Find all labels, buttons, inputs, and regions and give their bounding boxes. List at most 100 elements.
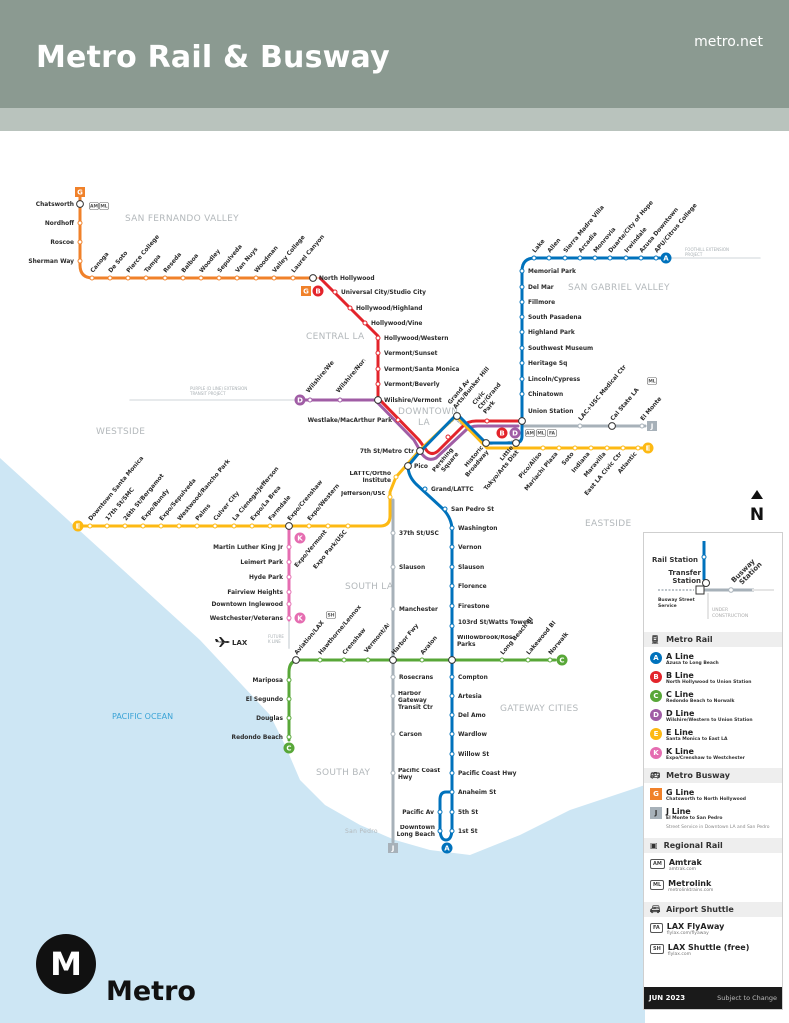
station-label[interactable]: Del Amo xyxy=(458,713,486,719)
station-label[interactable]: Rosecrans xyxy=(399,675,434,681)
line-k-badge[interactable] xyxy=(294,612,306,624)
line-k-badge[interactable] xyxy=(294,532,306,544)
station-marker[interactable] xyxy=(449,693,455,699)
station-label[interactable]: Cal State LA xyxy=(610,387,641,422)
station-marker[interactable] xyxy=(437,809,443,815)
station-label[interactable]: Soto xyxy=(561,451,575,466)
transfer-station-marker[interactable] xyxy=(482,439,490,447)
station-marker[interactable] xyxy=(271,275,277,281)
station-marker[interactable] xyxy=(449,789,455,795)
station-marker[interactable] xyxy=(216,275,222,281)
station-label[interactable]: LATTC/Ortho Institute xyxy=(349,471,391,484)
station-label[interactable]: Lincoln/Cypress xyxy=(528,377,581,383)
station-marker[interactable] xyxy=(390,674,396,680)
station-marker[interactable] xyxy=(519,329,525,335)
line-b-badge[interactable] xyxy=(312,285,324,297)
station-marker[interactable] xyxy=(393,474,399,480)
station-marker[interactable] xyxy=(390,606,396,612)
transfer-station-marker[interactable] xyxy=(448,656,456,664)
station-label[interactable]: Norwalk xyxy=(548,631,571,657)
station-marker[interactable] xyxy=(286,601,292,607)
line-c-badge[interactable] xyxy=(283,742,295,754)
station-label[interactable]: South Pasadena xyxy=(528,315,582,321)
station-marker[interactable] xyxy=(332,289,338,295)
station-label[interactable]: Westlake/MacArthur Park xyxy=(308,418,393,424)
station-label[interactable]: Westchester/Veterans xyxy=(210,616,284,622)
transfer-station-marker[interactable] xyxy=(292,656,300,664)
station-label[interactable]: Manchester xyxy=(399,607,438,613)
transfer-station-marker[interactable] xyxy=(453,412,461,420)
line-c-badge[interactable] xyxy=(556,654,568,666)
station-marker[interactable] xyxy=(198,275,204,281)
station-marker[interactable] xyxy=(158,523,164,529)
station-label[interactable]: Mariposa xyxy=(252,678,283,684)
station-marker[interactable] xyxy=(499,657,505,663)
station-marker[interactable] xyxy=(77,239,83,245)
station-label[interactable]: Expo/Crenshaw xyxy=(287,479,325,522)
line-g-badge[interactable] xyxy=(301,286,311,296)
station-label[interactable]: Sherman Way xyxy=(28,259,74,265)
station-marker[interactable] xyxy=(77,220,83,226)
station-marker[interactable] xyxy=(375,366,381,372)
transfer-station-marker[interactable] xyxy=(404,462,412,470)
station-label[interactable]: Hollywood/Vine xyxy=(371,321,422,327)
station-marker[interactable] xyxy=(422,486,428,492)
transfer-station-marker[interactable] xyxy=(518,417,526,425)
station-label[interactable]: Firestone xyxy=(458,604,490,610)
station-marker[interactable] xyxy=(286,544,292,550)
transfer-station-marker[interactable] xyxy=(285,522,293,530)
line-j-badge[interactable] xyxy=(388,843,398,853)
station-marker[interactable] xyxy=(437,828,443,834)
station-marker[interactable] xyxy=(395,417,401,423)
station-label[interactable]: Avalon xyxy=(420,635,439,656)
station-marker[interactable] xyxy=(449,603,455,609)
station-marker[interactable] xyxy=(212,523,218,529)
station-label[interactable]: Wilshire/Vermont xyxy=(384,398,442,404)
station-marker[interactable] xyxy=(639,423,645,429)
station-label[interactable]: 7th St/Metro Ctr xyxy=(360,449,414,455)
transfer-station-marker[interactable] xyxy=(309,274,317,282)
station-marker[interactable] xyxy=(449,751,455,757)
station-label[interactable]: 1st St xyxy=(458,829,478,835)
station-marker[interactable] xyxy=(390,731,396,737)
station-marker[interactable] xyxy=(592,255,598,261)
station-label[interactable]: Pico xyxy=(414,464,428,470)
station-marker[interactable] xyxy=(556,445,562,451)
legend-service-url[interactable]: amtrak.com xyxy=(668,867,697,872)
station-label[interactable]: Slauson xyxy=(399,565,425,571)
station-label[interactable]: Willow St xyxy=(458,752,489,758)
station-marker[interactable] xyxy=(519,314,525,320)
station-label[interactable]: Hawthorne/Lennox xyxy=(318,604,363,656)
station-label[interactable]: Palms xyxy=(195,503,213,522)
station-label[interactable]: Roscoe xyxy=(50,240,74,246)
station-marker[interactable] xyxy=(234,275,240,281)
station-label[interactable]: Slauson xyxy=(458,565,484,571)
station-label[interactable]: Artesia xyxy=(458,694,482,700)
station-marker[interactable] xyxy=(345,523,351,529)
line-a-badge[interactable] xyxy=(660,252,672,264)
station-marker[interactable] xyxy=(286,677,292,683)
station-marker[interactable] xyxy=(562,255,568,261)
legend-service-url[interactable]: flylax.com xyxy=(667,952,692,957)
station-marker[interactable] xyxy=(577,423,583,429)
station-marker[interactable] xyxy=(286,589,292,595)
station-marker[interactable] xyxy=(519,268,525,274)
station-label[interactable]: Douglas xyxy=(256,716,283,722)
station-label[interactable]: Fairview Heights xyxy=(227,590,283,596)
station-label[interactable]: Lake xyxy=(532,239,547,255)
station-marker[interactable] xyxy=(546,255,552,261)
station-marker[interactable] xyxy=(253,275,259,281)
station-marker[interactable] xyxy=(604,445,610,451)
station-label[interactable]: Harbor Fwy xyxy=(391,623,420,656)
station-marker[interactable] xyxy=(449,828,455,834)
station-label[interactable]: 103rd St/Watts Towers xyxy=(458,620,534,626)
legend-service-url[interactable]: metrolinktrains.com xyxy=(668,888,714,893)
